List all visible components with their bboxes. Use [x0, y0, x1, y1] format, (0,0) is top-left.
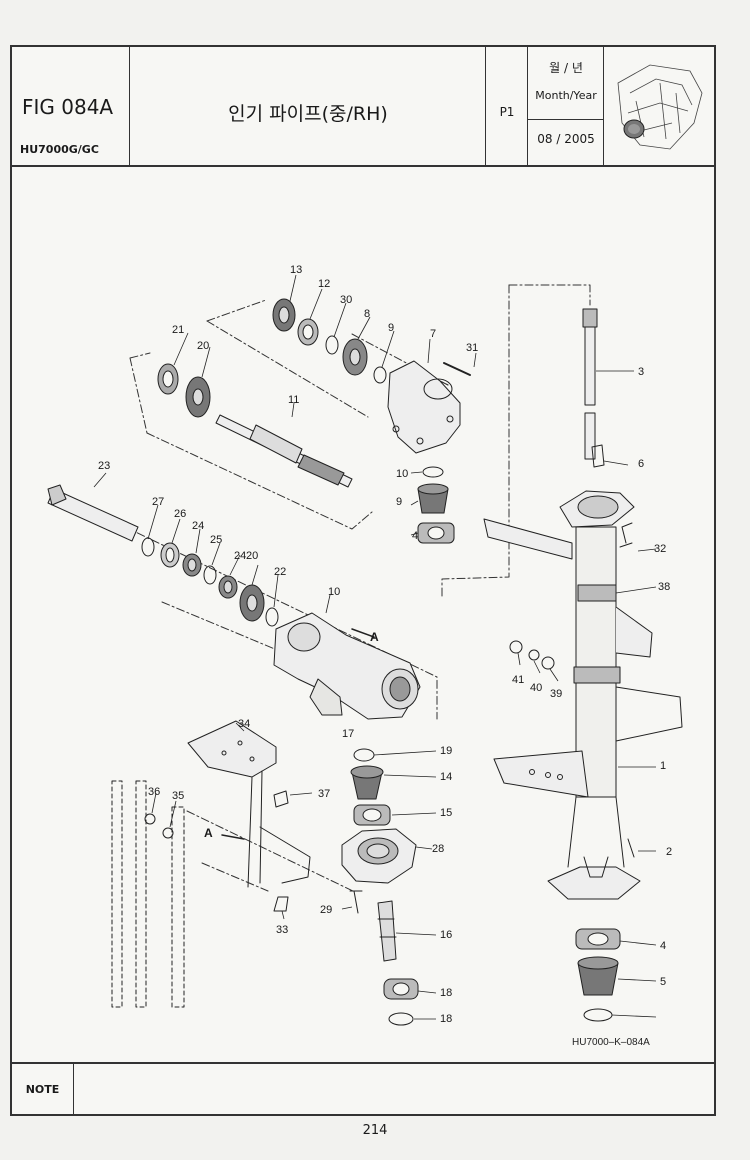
part-callout-29: 29	[320, 904, 332, 916]
note-label: NOTE	[12, 1064, 74, 1116]
machine-thumbnail	[617, 64, 703, 150]
part-callout-40: 40	[530, 682, 542, 694]
page-code-cell: P1	[486, 47, 528, 165]
part-callout-22: 22	[274, 566, 286, 578]
part-callout-30: 30	[340, 294, 352, 306]
part-callout-7: 7	[430, 328, 436, 340]
part-callout-26: 26	[174, 508, 186, 520]
part-callout-2: 2	[666, 846, 672, 858]
parts-diagram: 1234456789910101112131415161718181920202…	[47, 264, 683, 1048]
title-cell: 인기 파이프(중/RH)	[130, 47, 486, 165]
part-callout-24: 24	[234, 550, 246, 562]
part-callout-15: 15	[440, 807, 452, 819]
date-divider	[528, 119, 604, 120]
part-callout-39: 39	[550, 688, 562, 700]
part-callout-32: 32	[654, 543, 666, 555]
part-callout-9: 9	[388, 322, 394, 334]
part-callout-24: 24	[192, 520, 204, 532]
date-label-english: Month/Year	[535, 89, 597, 102]
part-callout-11: 11	[288, 394, 299, 406]
parts-sheet: FIG 084A HU7000G/GC 인기 파이프(중/RH) P1 월 / …	[10, 45, 716, 1116]
page-number: 214	[362, 1123, 388, 1138]
part-callout-41: 41	[512, 674, 524, 686]
part-callout-23: 23	[98, 460, 110, 472]
part-callout-5: 5	[660, 976, 666, 988]
drawing-code: HU7000–K–084A	[572, 1037, 650, 1048]
part-callout-36: 36	[148, 786, 160, 798]
part-callout-21: 21	[172, 324, 184, 336]
part-callout-37: 37	[318, 788, 330, 800]
part-callout-12: 12	[318, 278, 330, 290]
part-callout-25: 25	[210, 534, 222, 546]
part-callout-18: 18	[440, 987, 452, 999]
part-callout-1: 1	[660, 760, 666, 772]
part-callout-4: 4	[660, 940, 666, 952]
part-callout-16: 16	[440, 929, 452, 941]
part-callout-13: 13	[290, 264, 302, 276]
part-callout-28: 28	[432, 843, 444, 855]
header: FIG 084A HU7000G/GC 인기 파이프(중/RH) P1 월 / …	[12, 47, 714, 167]
figure-number: FIG 084A	[22, 95, 114, 119]
part-callout-14: 14	[440, 771, 452, 783]
page-code: P1	[499, 105, 515, 119]
part-callout-33: 33	[276, 924, 288, 936]
part-callout-19: 19	[440, 745, 452, 757]
date-label-korean: 월 / 년	[549, 61, 583, 75]
date-cell: 월 / 년 Month/Year 08 / 2005	[528, 47, 604, 165]
part-callout-17: 17	[342, 728, 354, 740]
part-callout-18: 18	[440, 1013, 452, 1025]
view-marker-a-1: A	[370, 630, 379, 644]
part-callout-20: 20	[246, 550, 258, 562]
part-callout-35: 35	[172, 790, 184, 802]
part-callout-20: 20	[197, 340, 209, 352]
part-callout-38: 38	[658, 581, 670, 593]
part-callout-3: 3	[638, 366, 644, 378]
thumbnail-cell	[604, 47, 714, 165]
part-callout-9: 9	[396, 496, 402, 508]
part-callout-34: 34	[238, 718, 250, 730]
note-row: NOTE	[12, 1062, 714, 1116]
page-title: 인기 파이프(중/RH)	[228, 103, 388, 125]
date-value: 08 / 2005	[537, 132, 595, 146]
part-callout-10: 10	[396, 468, 408, 480]
part-callout-10: 10	[328, 586, 340, 598]
part-callout-4: 4	[412, 530, 418, 542]
figure-cell: FIG 084A HU7000G/GC	[12, 47, 130, 165]
model-code: HU7000G/GC	[20, 143, 99, 156]
view-marker-a-2: A	[204, 826, 213, 840]
part-callout-6: 6	[638, 458, 644, 470]
part-callout-31: 31	[466, 342, 478, 354]
part-callout-27: 27	[152, 496, 164, 508]
part-callout-8: 8	[364, 308, 370, 320]
